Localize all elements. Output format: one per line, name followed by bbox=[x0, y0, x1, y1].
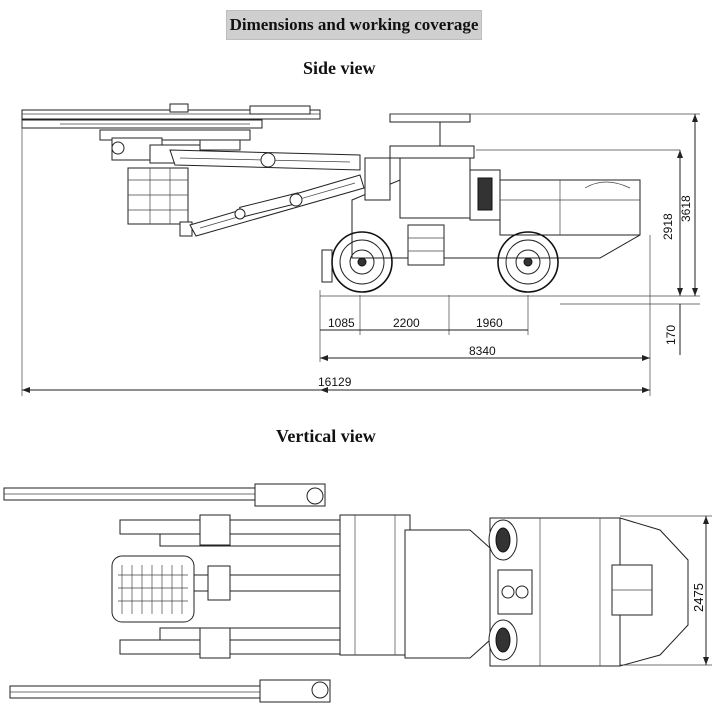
vertical-view-machine bbox=[3, 483, 689, 703]
side-canopy bbox=[389, 113, 471, 123]
side-view-title: Side view bbox=[303, 58, 376, 78]
dim-cab-height: 2918 bbox=[661, 213, 675, 240]
side-basket bbox=[127, 167, 189, 225]
vertical-view-title: Vertical view bbox=[276, 426, 376, 446]
dim-width: 2475 bbox=[691, 583, 706, 612]
side-front-wheel bbox=[331, 231, 393, 293]
dim-machine-length: 8340 bbox=[469, 344, 496, 358]
vertical-view-dimensions: 2475 bbox=[620, 515, 712, 666]
dim-front-overhang: 1085 bbox=[328, 316, 355, 330]
page-title: Dimensions and working coverage bbox=[226, 10, 482, 40]
dim-ground-clearance: 170 bbox=[664, 325, 678, 345]
top-mid-body bbox=[404, 529, 491, 659]
dim-total-length: 16129 bbox=[318, 375, 352, 389]
dim-wheelbase-front: 2200 bbox=[393, 316, 420, 330]
side-view-machine bbox=[21, 103, 641, 293]
dim-wheelbase-rear: 1960 bbox=[476, 316, 503, 330]
dim-total-height: 3618 bbox=[679, 195, 693, 222]
side-rear-wheel bbox=[497, 231, 559, 293]
side-view-dimensions: 1085 2200 1960 8340 16129 2918 3618 170 bbox=[21, 113, 700, 396]
